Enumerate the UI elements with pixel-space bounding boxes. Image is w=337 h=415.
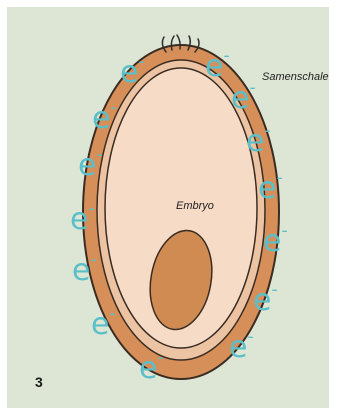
electron-label: e- bbox=[253, 286, 278, 316]
electron-label: e- bbox=[120, 58, 145, 88]
electron-label: e- bbox=[205, 52, 230, 82]
electron-label: e- bbox=[92, 104, 117, 134]
embryo-label: Embryo bbox=[176, 200, 214, 212]
electron-label: e- bbox=[72, 256, 97, 286]
electron-label: e- bbox=[70, 205, 95, 235]
electron-label: e- bbox=[78, 151, 103, 181]
electron-label: e- bbox=[263, 227, 288, 257]
electron-label: e- bbox=[231, 84, 256, 114]
panel-number: 3 bbox=[35, 374, 43, 390]
electron-label: e- bbox=[246, 127, 271, 157]
seed-coat-label: Samenschale bbox=[262, 71, 329, 83]
electron-label: e- bbox=[139, 354, 164, 384]
electron-label: e- bbox=[229, 333, 254, 363]
electron-label: e- bbox=[258, 174, 283, 204]
electron-label: e- bbox=[91, 310, 116, 340]
